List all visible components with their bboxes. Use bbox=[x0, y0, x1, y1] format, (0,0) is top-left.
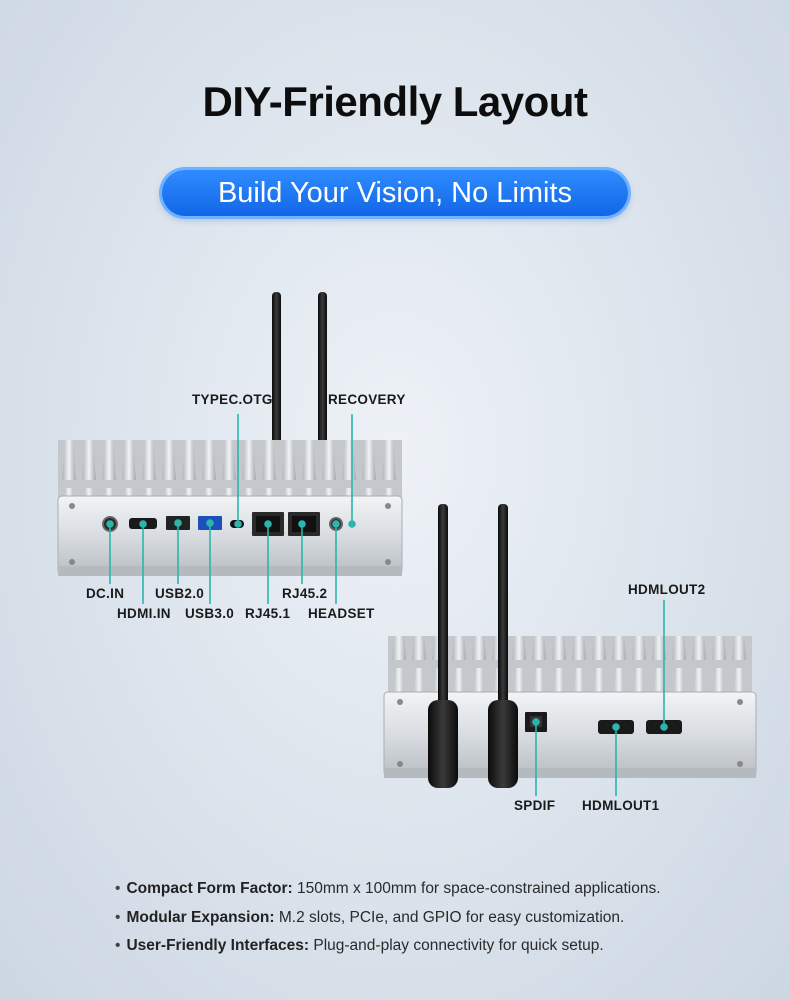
label-usb2: USB2.0 bbox=[155, 586, 205, 601]
label-hdmlout2: HDMLOUT2 bbox=[628, 582, 706, 597]
front-device bbox=[57, 292, 403, 576]
label-typec-otg: TYPEC.OTG bbox=[192, 392, 273, 407]
antenna-left bbox=[438, 504, 448, 704]
label-hdmlout1: HDMLOUT1 bbox=[582, 798, 660, 813]
list-item: •User-Friendly Interfaces: Plug-and-play… bbox=[115, 937, 604, 954]
label-recovery: RECOVERY bbox=[328, 392, 406, 407]
label-usb3: USB3.0 bbox=[185, 606, 235, 621]
label-spdif: SPDIF bbox=[514, 798, 556, 813]
label-hdmi-in: HDMI.IN bbox=[117, 606, 171, 621]
feature-list: •Compact Form Factor: 150mm x 100mm for … bbox=[115, 880, 661, 966]
label-dc-in: DC.IN bbox=[86, 586, 125, 601]
heatsink-fins bbox=[58, 440, 402, 500]
list-item: •Modular Expansion: M.2 slots, PCIe, and… bbox=[115, 908, 625, 926]
antenna-right bbox=[498, 504, 508, 704]
list-item: •Compact Form Factor: 150mm x 100mm for … bbox=[115, 880, 661, 897]
rear-device bbox=[383, 504, 757, 788]
subtitle-banner: Build Your Vision, No Limits bbox=[162, 170, 628, 216]
callout-lines bbox=[106, 414, 668, 796]
label-rj45-2: RJ45.2 bbox=[282, 586, 328, 601]
label-rj45-1: RJ45.1 bbox=[245, 606, 291, 621]
label-headset: HEADSET bbox=[308, 606, 375, 621]
page-title: DIY-Friendly Layout bbox=[202, 78, 588, 125]
heatsink-fins bbox=[388, 636, 752, 700]
